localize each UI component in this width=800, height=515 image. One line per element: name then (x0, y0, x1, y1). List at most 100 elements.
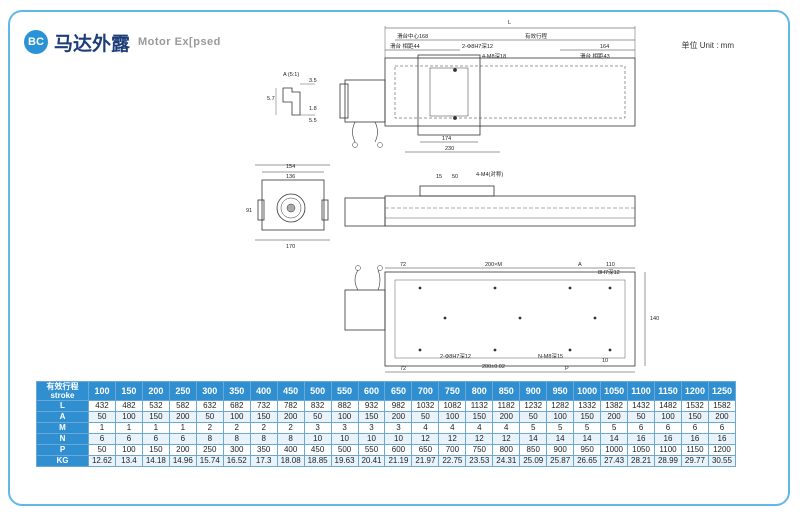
table-cell: 600 (384, 444, 413, 456)
table-cell: 150 (573, 411, 602, 423)
dim-230: 230 (445, 146, 454, 152)
table-cell: 19.63 (330, 455, 359, 467)
side-view-drawing (255, 164, 636, 241)
table-cell: 100 (114, 411, 143, 423)
table-cell: 8 (222, 433, 251, 445)
table-cell: 1132 (465, 400, 494, 412)
table-cell: 5 (519, 422, 548, 434)
table-cell: 1100 (654, 444, 682, 456)
table-cell: 50 (195, 411, 224, 423)
table-cell: 1432 (627, 400, 656, 412)
table-cell: 1200 (707, 444, 737, 456)
table-cell: 1532 (680, 400, 709, 412)
table-cell: 18.85 (303, 455, 332, 467)
table-cell: 432 (88, 400, 116, 412)
dim-174: 174 (442, 136, 451, 142)
table-cell: 150 (141, 444, 170, 456)
table-cell: 21.97 (411, 455, 440, 467)
dim-15: 15 (436, 174, 442, 180)
table-cell: 1582 (707, 400, 737, 412)
note-m4-holes: 4-M4(对称) (476, 170, 503, 178)
dim-5-5: 5.5 (309, 118, 317, 124)
table-cell: 12 (411, 433, 440, 445)
stroke-header-cell: 700 (411, 381, 440, 401)
stroke-header-cell: 900 (519, 381, 548, 401)
table-cell: 13.4 (114, 455, 143, 467)
table-cell: 200 (492, 411, 521, 423)
table-cell: 50 (88, 444, 116, 456)
table-cell: 6 (627, 422, 656, 434)
table-cell: 2 (276, 422, 305, 434)
table-cell: 12 (492, 433, 521, 445)
table-cell: 750 (465, 444, 494, 456)
stroke-header-cell: 250 (168, 381, 197, 401)
table-cell: 5 (573, 422, 602, 434)
note-m8-holes-bottom: N-M8深15 (538, 352, 563, 360)
page-subtitle: Motor Ex[psed (138, 36, 221, 48)
table-cell: 200 (600, 411, 629, 423)
table-cell: 1382 (600, 400, 629, 412)
table-cell: 150 (141, 411, 170, 423)
table-cell: 12.62 (88, 455, 116, 467)
dim-72-bottom: 72 (400, 366, 406, 372)
table-cell: 200 (168, 444, 197, 456)
table-cell: 3 (303, 422, 332, 434)
table-cell: 582 (168, 400, 197, 412)
table-cell: 5 (600, 422, 629, 434)
table-cell: 450 (303, 444, 332, 456)
dim-slide-center: 滑台中心168 (397, 32, 428, 40)
table-cell: 732 (249, 400, 278, 412)
dim-5-7: 5.7 (267, 96, 275, 102)
dim-1-8: 1.8 (309, 106, 317, 112)
dim-72-top: 72 (400, 262, 406, 268)
table-cell: 2 (249, 422, 278, 434)
table-cell: 3 (330, 422, 359, 434)
technical-drawings: L 滑台中心168 有效行程 滑台 相距44 2-Φ8H7深12 4-M8深18… (246, 20, 659, 373)
table-cell: 1 (114, 422, 143, 434)
table-cell: 400 (276, 444, 305, 456)
table-cell: 12 (465, 433, 494, 445)
table-cell: 10 (384, 433, 413, 445)
table-cell: 4 (465, 422, 494, 434)
table-cell: 800 (492, 444, 521, 456)
dim-136: 136 (286, 174, 295, 180)
table-cell: 14 (546, 433, 575, 445)
stroke-header-cell: 650 (384, 381, 413, 401)
table-cell: 21.19 (384, 455, 413, 467)
note-pin-hole: 8H7深12 (598, 268, 620, 276)
table-cell: 14.18 (141, 455, 170, 467)
row-label: P (36, 444, 89, 456)
table-cell: 8 (276, 433, 305, 445)
table-cell: 850 (519, 444, 548, 456)
table-cell: 1332 (573, 400, 602, 412)
table-cell: 482 (114, 400, 143, 412)
table-cell: 6 (141, 433, 170, 445)
table-cell: 100 (438, 411, 467, 423)
table-cell: 550 (357, 444, 386, 456)
stroke-header-cell: 1250 (707, 381, 737, 401)
table-cell: 532 (141, 400, 170, 412)
table-cell: 1282 (546, 400, 575, 412)
table-cell: 832 (303, 400, 332, 412)
table-cell: 1000 (600, 444, 629, 456)
table-cell: 6 (654, 422, 682, 434)
table-cell: 4 (438, 422, 467, 434)
table-cell: 28.21 (627, 455, 656, 467)
page-title: 马达外露 (54, 33, 131, 55)
table-cell: 100 (330, 411, 359, 423)
stroke-header-cell: 300 (195, 381, 224, 401)
table-cell: 200 (276, 411, 305, 423)
stroke-header-cell: 350 (222, 381, 251, 401)
table-cell: 1 (141, 422, 170, 434)
table-cell: 15.74 (195, 455, 224, 467)
dim-L: L (508, 20, 511, 26)
stroke-header-cell: 600 (357, 381, 386, 401)
table-cell: 22.75 (438, 455, 467, 467)
table-cell: 29.77 (680, 455, 709, 467)
table-cell: 1082 (438, 400, 467, 412)
table-cell: 700 (438, 444, 467, 456)
table-cell: 26.65 (573, 455, 602, 467)
